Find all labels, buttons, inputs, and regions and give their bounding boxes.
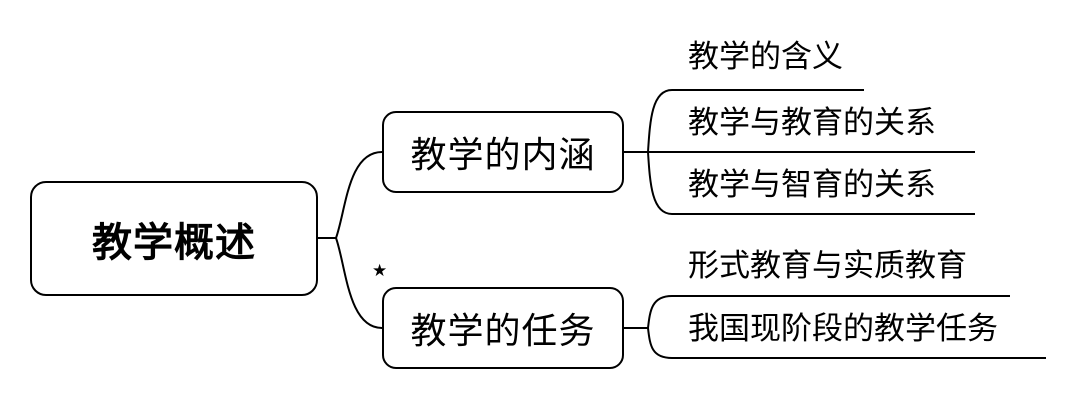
leaf-node[interactable]: 教学与智育的关系 [688, 167, 936, 203]
connector-leaf-1-1 [647, 89, 864, 153]
branch-label: 教学的内涵 [410, 135, 596, 176]
connector-leaf-2-1 [647, 295, 1010, 329]
root-label: 教学概述 [92, 219, 256, 266]
branch-node-teaching-connotation[interactable]: 教学的内涵 [382, 111, 624, 193]
connector-leaf-2-2 [647, 327, 1046, 359]
root-node[interactable]: 教学概述 [30, 181, 318, 296]
branch-label: 教学的任务 [410, 311, 596, 352]
star-icon: ★ [372, 261, 388, 281]
leaf-node[interactable]: 教学与教育的关系 [688, 105, 936, 141]
leaf-node[interactable]: 形式教育与实质教育 [688, 248, 967, 284]
leaf-node[interactable]: 我国现阶段的教学任务 [688, 311, 998, 347]
connector-branch-2 [335, 237, 383, 329]
connector-branch-1 [335, 151, 383, 239]
connector-leaf-1-3 [647, 151, 975, 215]
branch-node-teaching-tasks[interactable]: 教学的任务 [382, 287, 624, 369]
leaf-node[interactable]: 教学的含义 [688, 39, 843, 75]
